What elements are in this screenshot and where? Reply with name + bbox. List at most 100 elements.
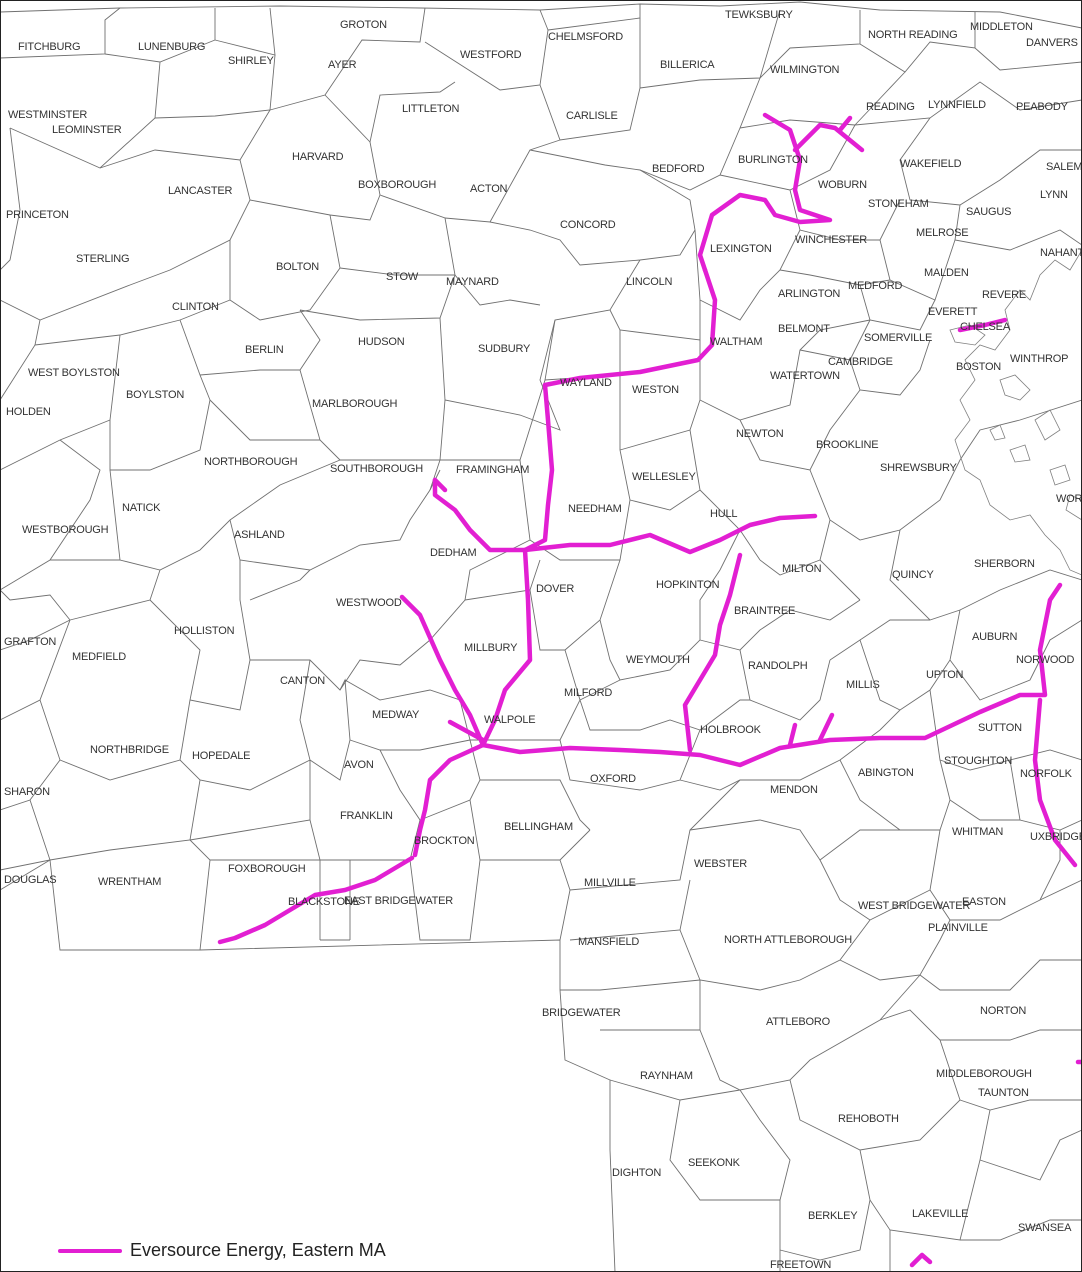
town-label: NATICK <box>122 502 161 514</box>
town-label: WRENTHAM <box>98 876 161 888</box>
town-label: WAKEFIELD <box>900 158 962 170</box>
town-label: AYER <box>328 59 357 71</box>
town-label: FRANKLIN <box>340 810 393 822</box>
town-label: SHIRLEY <box>228 55 275 67</box>
town-label: FITCHBURG <box>18 41 80 53</box>
town-label: BROCKTON <box>414 835 475 847</box>
town-label: LITTLETON <box>402 103 460 115</box>
town-label: ABINGTON <box>858 767 914 779</box>
town-label: SWANSEA <box>1018 1222 1072 1234</box>
town-label: LEXINGTON <box>710 243 772 255</box>
town-label: WATERTOWN <box>770 370 840 382</box>
town-label: BILLERICA <box>660 59 715 71</box>
town-label: WHITMAN <box>952 826 1003 838</box>
town-label: BRAINTREE <box>734 605 795 617</box>
town-label: MANSFIELD <box>578 936 639 948</box>
town-label: NORTON <box>980 1005 1026 1017</box>
town-label: SHERBORN <box>974 558 1035 570</box>
town-label: MEDFIELD <box>72 651 126 663</box>
town-label: MEDWAY <box>372 709 420 721</box>
town-label: QUINCY <box>892 569 934 581</box>
coastline <box>949 249 1082 576</box>
town-label: NEEDHAM <box>568 503 622 515</box>
town-label: ACTON <box>470 183 508 195</box>
town-label: WAYLAND <box>560 377 612 389</box>
town-label: WEST BRIDGEWATER <box>858 900 970 912</box>
town-label: CHELSEA <box>960 321 1011 333</box>
town-label: BELMONT <box>778 323 830 335</box>
town-label: WINCHESTER <box>795 234 867 246</box>
town-label: WESTFORD <box>460 49 522 61</box>
line-hopkinton-medway <box>399 594 486 748</box>
transmission-lines <box>217 112 1082 1268</box>
town-label: TEWKSBURY <box>725 9 794 21</box>
town-label: NORTH READING <box>868 29 957 41</box>
town-label: BERLIN <box>245 344 284 356</box>
town-label: DEDHAM <box>430 547 477 559</box>
line-medway-bellingham <box>412 742 486 858</box>
line-lexington-woburn <box>697 112 833 273</box>
town-label: CHELMSFORD <box>548 31 623 43</box>
town-label: FOXBOROUGH <box>228 863 306 875</box>
town-label: NAHANT <box>1040 247 1082 259</box>
town-label: SEEKONK <box>688 1157 741 1169</box>
town-label: UXBRIDGE <box>1030 831 1082 843</box>
town-label: GRAFTON <box>4 636 56 648</box>
town-label: HARVARD <box>292 151 344 163</box>
town-label: BROOKLINE <box>816 439 878 451</box>
town-label: BLACKSTONE <box>288 896 360 908</box>
line-sherborn-medway <box>480 547 533 748</box>
town-label: WEST BOYLSTON <box>28 367 120 379</box>
town-label: BELLINGHAM <box>504 821 573 833</box>
line-freetown-stub <box>909 1252 933 1268</box>
town-label: MIDDLEBOROUGH <box>936 1068 1032 1080</box>
town-label: LEOMINSTER <box>52 124 122 136</box>
town-label: PRINCETON <box>6 209 69 221</box>
town-label: DIGHTON <box>612 1167 661 1179</box>
town-label: MENDON <box>770 784 818 796</box>
town-label: EVERETT <box>928 306 978 318</box>
town-label: PEABODY <box>1016 101 1069 113</box>
line-burlington-spur <box>792 122 865 153</box>
line-bellingham-millville <box>217 855 415 945</box>
town-label: HOPEDALE <box>192 750 250 762</box>
town-label: SOUTHBOROUGH <box>330 463 423 475</box>
town-label: FRAMINGHAM <box>456 464 529 476</box>
town-label: WINTHROP <box>1010 353 1068 365</box>
town-label: RANDOLPH <box>748 660 808 672</box>
town-label: STOUGHTON <box>944 755 1012 767</box>
town-label: BOSTON <box>956 361 1001 373</box>
town-label: MILTON <box>782 563 822 575</box>
town-label: DOVER <box>536 583 574 595</box>
line-holbrook-whitman <box>1032 697 1078 868</box>
town-label: LYNN <box>1040 189 1068 201</box>
town-label: MARLBOROUGH <box>312 398 397 410</box>
town-label: BOYLSTON <box>126 389 184 401</box>
town-label: WOBURN <box>818 179 867 191</box>
line-chelsea <box>957 317 1008 333</box>
town-label: ARLINGTON <box>778 288 840 300</box>
town-label: SOMERVILLE <box>864 332 932 344</box>
town-label: MALDEN <box>924 267 969 279</box>
town-label: HOLLISTON <box>174 625 235 637</box>
town-label: NORWOOD <box>1016 654 1075 666</box>
town-label: ATTLEBORO <box>766 1016 831 1028</box>
town-label: MILLVILLE <box>584 877 636 889</box>
town-label: WEYMOUTH <box>626 654 690 666</box>
legend: Eversource Energy, Eastern MA <box>54 1238 390 1263</box>
town-label: WESTMINSTER <box>8 109 87 121</box>
town-label: BOXBOROUGH <box>358 179 436 191</box>
town-label: MIDDLETON <box>970 21 1033 33</box>
line-framingham-needham <box>432 477 818 555</box>
legend-label: Eversource Energy, Eastern MA <box>130 1240 386 1260</box>
line-lexington-waltham <box>522 267 718 553</box>
town-label: BURLINGTON <box>738 154 808 166</box>
town-label: CANTON <box>280 675 325 687</box>
town-label: HUDSON <box>358 336 405 348</box>
town-label: WEBSTER <box>694 858 747 870</box>
town-label: BEDFORD <box>652 163 705 175</box>
town-label: STERLING <box>76 253 129 265</box>
town-label: WELLESLEY <box>632 471 696 483</box>
